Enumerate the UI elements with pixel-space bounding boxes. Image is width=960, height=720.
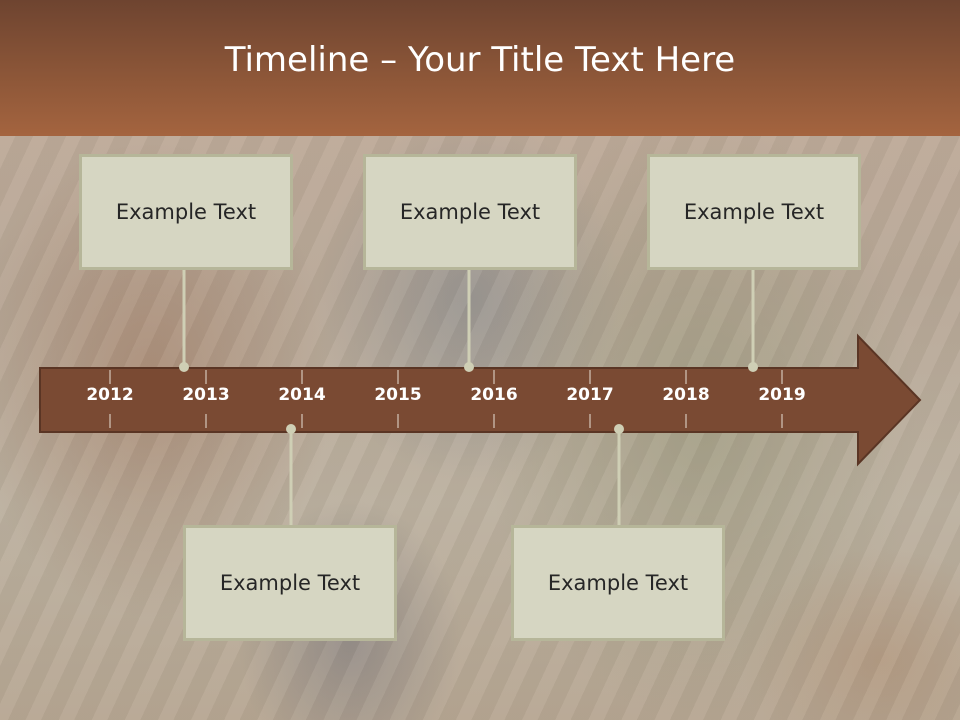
connector-dots <box>179 362 758 434</box>
year-label: 2013 <box>182 385 230 405</box>
year-label: 2014 <box>278 385 326 405</box>
tick-marks <box>109 370 783 428</box>
event-text: Example Text <box>683 200 825 224</box>
timeline-arrow <box>39 333 922 467</box>
year-label: 2018 <box>662 385 710 405</box>
event-text: Example Text <box>547 571 689 595</box>
dot-bottom-1 <box>286 424 296 434</box>
event-box-bottom-1[interactable]: Example Text <box>183 525 397 641</box>
year-label: 2015 <box>374 385 422 405</box>
event-box-top-3[interactable]: Example Text <box>647 154 861 270</box>
event-text: Example Text <box>399 200 541 224</box>
dot-top-2 <box>464 362 474 372</box>
event-box-bottom-2[interactable]: Example Text <box>511 525 725 641</box>
connectors <box>182 268 755 528</box>
event-text: Example Text <box>115 200 257 224</box>
event-box-top-1[interactable]: Example Text <box>79 154 293 270</box>
slide-title: Timeline – Your Title Text Here <box>224 40 736 80</box>
dot-bottom-2 <box>614 424 624 434</box>
event-text: Example Text <box>219 571 361 595</box>
dot-top-3 <box>748 362 758 372</box>
year-label: 2017 <box>566 385 614 405</box>
event-box-top-2[interactable]: Example Text <box>363 154 577 270</box>
year-label: 2016 <box>470 385 518 405</box>
year-label: 2019 <box>758 385 806 405</box>
dot-top-1 <box>179 362 189 372</box>
year-label: 2012 <box>86 385 134 405</box>
title-banner: Timeline – Your Title Text Here <box>0 0 960 136</box>
